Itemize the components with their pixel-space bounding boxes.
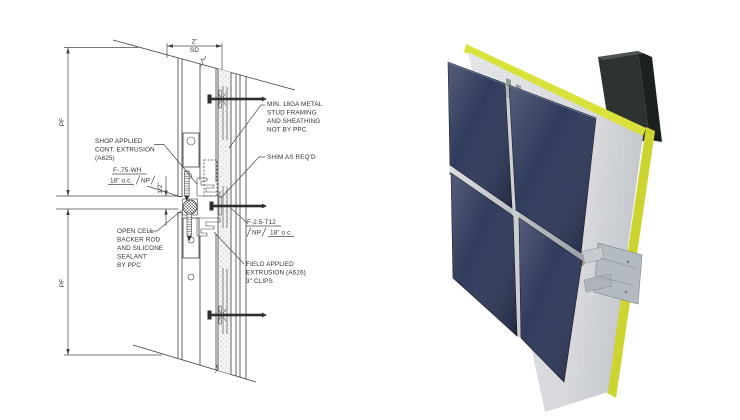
svg-text:F-2.5-T12: F-2.5-T12 (247, 219, 276, 226)
callout-field-applied: FIELD APPLIED EXTRUSION (A626) 3" CLIPS (246, 261, 306, 285)
dimensions: 2" SD PF PF 1/2" (59, 39, 223, 356)
dim-joint: 1/2" (157, 182, 164, 194)
dim-top-label: SD (190, 47, 199, 54)
svg-text:NOT BY PPC: NOT BY PPC (267, 127, 307, 134)
np-flag-mid: NP (252, 230, 261, 237)
np-flag-top: NP (141, 178, 150, 185)
clip-extrusion-lower (196, 217, 221, 237)
panel-upper-left (447, 61, 513, 209)
svg-text:(A625): (A625) (95, 155, 115, 162)
svg-text:AND SHEATHING: AND SHEATHING (267, 118, 320, 125)
panel-lower-right (518, 217, 583, 383)
top-break-line (112, 39, 296, 91)
insulation-top-edge (464, 44, 646, 136)
panel-lower-left (450, 172, 518, 337)
assembly-lines (177, 57, 247, 379)
callout-shim: SHIM AS REQ'D (267, 154, 316, 161)
fastener-middle (209, 196, 267, 216)
svg-text:SHOP APPLIED: SHOP APPLIED (95, 138, 143, 145)
extrusion-hole (186, 136, 196, 146)
callouts: SHOP APPLIED CONT. EXTRUSION (A625) F-.7… (95, 101, 323, 285)
svg-text:3" CLIPS: 3" CLIPS (246, 278, 273, 285)
svg-text:F-.75-WH: F-.75-WH (113, 167, 142, 174)
svg-text:BACKER ROD: BACKER ROD (117, 237, 161, 244)
callout-backer-rod: OPEN CELL BACKER ROD AND SILICONE SEALAN… (117, 228, 163, 269)
svg-text:BY PPC: BY PPC (117, 262, 141, 269)
svg-text:STUD FRAMING: STUD FRAMING (267, 110, 317, 117)
callout-fastener-top: F-.75-WH 18" o.c. NP (108, 167, 156, 185)
panel-joint-detail (182, 170, 221, 241)
backer-rod-section (182, 199, 198, 215)
callout-stud-framing: MIN. 18GA METAL STUD FRAMING AND SHEATHI… (267, 101, 323, 134)
svg-text:AND SILICONE: AND SILICONE (117, 245, 163, 252)
svg-text:CONT. EXTRUSION: CONT. EXTRUSION (95, 147, 155, 154)
sheathing-hatch (218, 68, 231, 375)
top-break-mark (199, 55, 207, 68)
assembly-3d-render (447, 44, 662, 412)
svg-text:MIN. 18GA METAL: MIN. 18GA METAL (267, 101, 323, 108)
panel-upper-right (508, 84, 597, 254)
svg-text:18" o.c.: 18" o.c. (270, 230, 292, 237)
acm-panels-3d (447, 61, 597, 383)
dim-pf-upper: PF (59, 118, 66, 126)
section-detail-drawing: 2" SD PF PF 1/2" (56, 39, 323, 383)
clip-extrusion-upper (196, 177, 221, 197)
callout-fastener-mid: F-2.5-T12 NP 18" o.c. (246, 219, 294, 237)
screw-bottom (186, 212, 192, 237)
svg-text:SEALANT: SEALANT (117, 254, 147, 261)
dim-top-value: 2" (191, 39, 198, 46)
screw-top (184, 170, 190, 197)
svg-text:FIELD APPLIED: FIELD APPLIED (246, 261, 294, 268)
svg-text:18" o.c.: 18" o.c. (110, 178, 132, 185)
bottom-break-line (132, 344, 257, 383)
leader-lines (146, 104, 265, 265)
svg-text:EXTRUSION (A626): EXTRUSION (A626) (246, 270, 306, 277)
fastener-bottom (207, 305, 267, 325)
dim-pf-lower: PF (59, 279, 66, 287)
callout-shop-applied: SHOP APPLIED CONT. EXTRUSION (A625) (95, 138, 155, 162)
wall-fasteners (207, 89, 267, 325)
fastener-top (207, 89, 267, 109)
extrusion-hole (187, 273, 195, 281)
svg-text:OPEN CELL: OPEN CELL (117, 228, 154, 235)
